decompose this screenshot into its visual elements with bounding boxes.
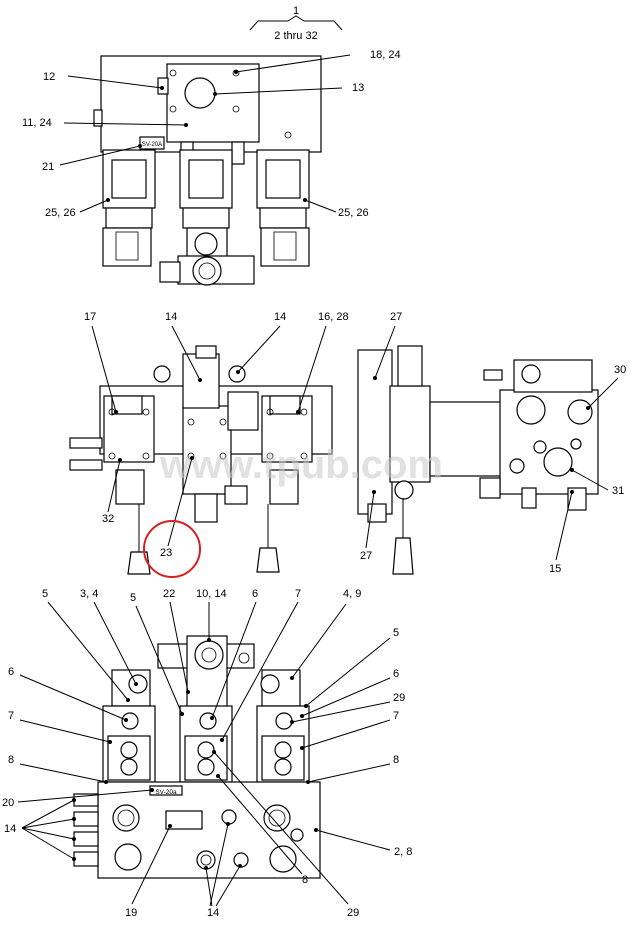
callout-31: 31 <box>612 485 624 497</box>
callout-8-right: 8 <box>393 754 399 766</box>
callout-30: 30 <box>614 364 626 376</box>
callout-21: 21 <box>42 161 54 173</box>
callout-2-8: 2, 8 <box>394 846 412 858</box>
callout-7-left: 7 <box>8 710 14 722</box>
assembly-header: 1 2 thru 32 <box>249 5 343 42</box>
callout-27-top: 27 <box>390 311 402 323</box>
callout-23: 23 <box>160 547 172 559</box>
callout-5-a: 5 <box>42 588 48 600</box>
callout-5-b: 5 <box>130 592 136 604</box>
highlight-circle <box>143 520 201 578</box>
callout-16-28: 16, 28 <box>318 311 349 323</box>
callout-10-14: 10, 14 <box>196 588 227 600</box>
nameplate-top: SV-20A <box>142 142 162 148</box>
callout-8-left: 8 <box>8 754 14 766</box>
callout-14-a: 14 <box>165 311 177 323</box>
callout-7-right: 7 <box>393 710 399 722</box>
callout-15: 15 <box>549 563 561 575</box>
callout-27-bottom: 27 <box>360 550 372 562</box>
callout-17: 17 <box>84 311 96 323</box>
callout-29-right: 29 <box>393 692 405 704</box>
callout-20: 20 <box>2 797 14 809</box>
callout-6-right: 6 <box>393 668 399 680</box>
callout-29-bottom: 29 <box>347 907 359 919</box>
watermark-text: www.tpub.com <box>159 443 443 487</box>
callout-3-4: 3, 4 <box>80 588 98 600</box>
callout-6-left: 6 <box>8 666 14 678</box>
view-middle-valve-assembly <box>69 345 599 575</box>
view-bottom-callouts: 5 3, 4 5 22 10, 14 6 7 4, 9 5 6 6 29 7 7… <box>2 588 412 919</box>
callout-6-top: 6 <box>252 588 258 600</box>
callout-25-26-right: 25, 26 <box>338 207 369 219</box>
callout-18-24: 18, 24 <box>370 49 401 61</box>
callout-8-bottom: 8 <box>302 874 308 886</box>
callout-14-bottom: 14 <box>207 907 219 919</box>
callout-14-b: 14 <box>274 311 286 323</box>
callout-13: 13 <box>352 82 364 94</box>
view-top-valve-assembly: SV-20A <box>93 55 322 286</box>
callout-5-right: 5 <box>393 627 399 639</box>
view-bottom-valve-assembly: SV-20a <box>73 635 321 879</box>
callout-19: 19 <box>125 907 137 919</box>
callout-7-top: 7 <box>295 588 301 600</box>
callout-11-24: 11, 24 <box>22 117 52 129</box>
assembly-range: 2 thru 32 <box>274 30 317 42</box>
view-top-callouts: 18, 24 12 13 11, 24 21 25, 26 25, 26 <box>22 49 401 219</box>
callout-12: 12 <box>43 71 55 83</box>
callout-4-9: 4, 9 <box>343 588 361 600</box>
callout-25-26-left: 25, 26 <box>45 207 76 219</box>
callout-14-left: 14 <box>4 823 16 835</box>
callout-32: 32 <box>102 513 114 525</box>
assembly-number: 1 <box>293 5 299 17</box>
view-middle-callouts: 17 14 14 16, 28 27 30 31 32 23 27 15 <box>84 311 626 575</box>
callout-22: 22 <box>163 588 175 600</box>
nameplate-bottom: SV-20a <box>155 789 177 796</box>
